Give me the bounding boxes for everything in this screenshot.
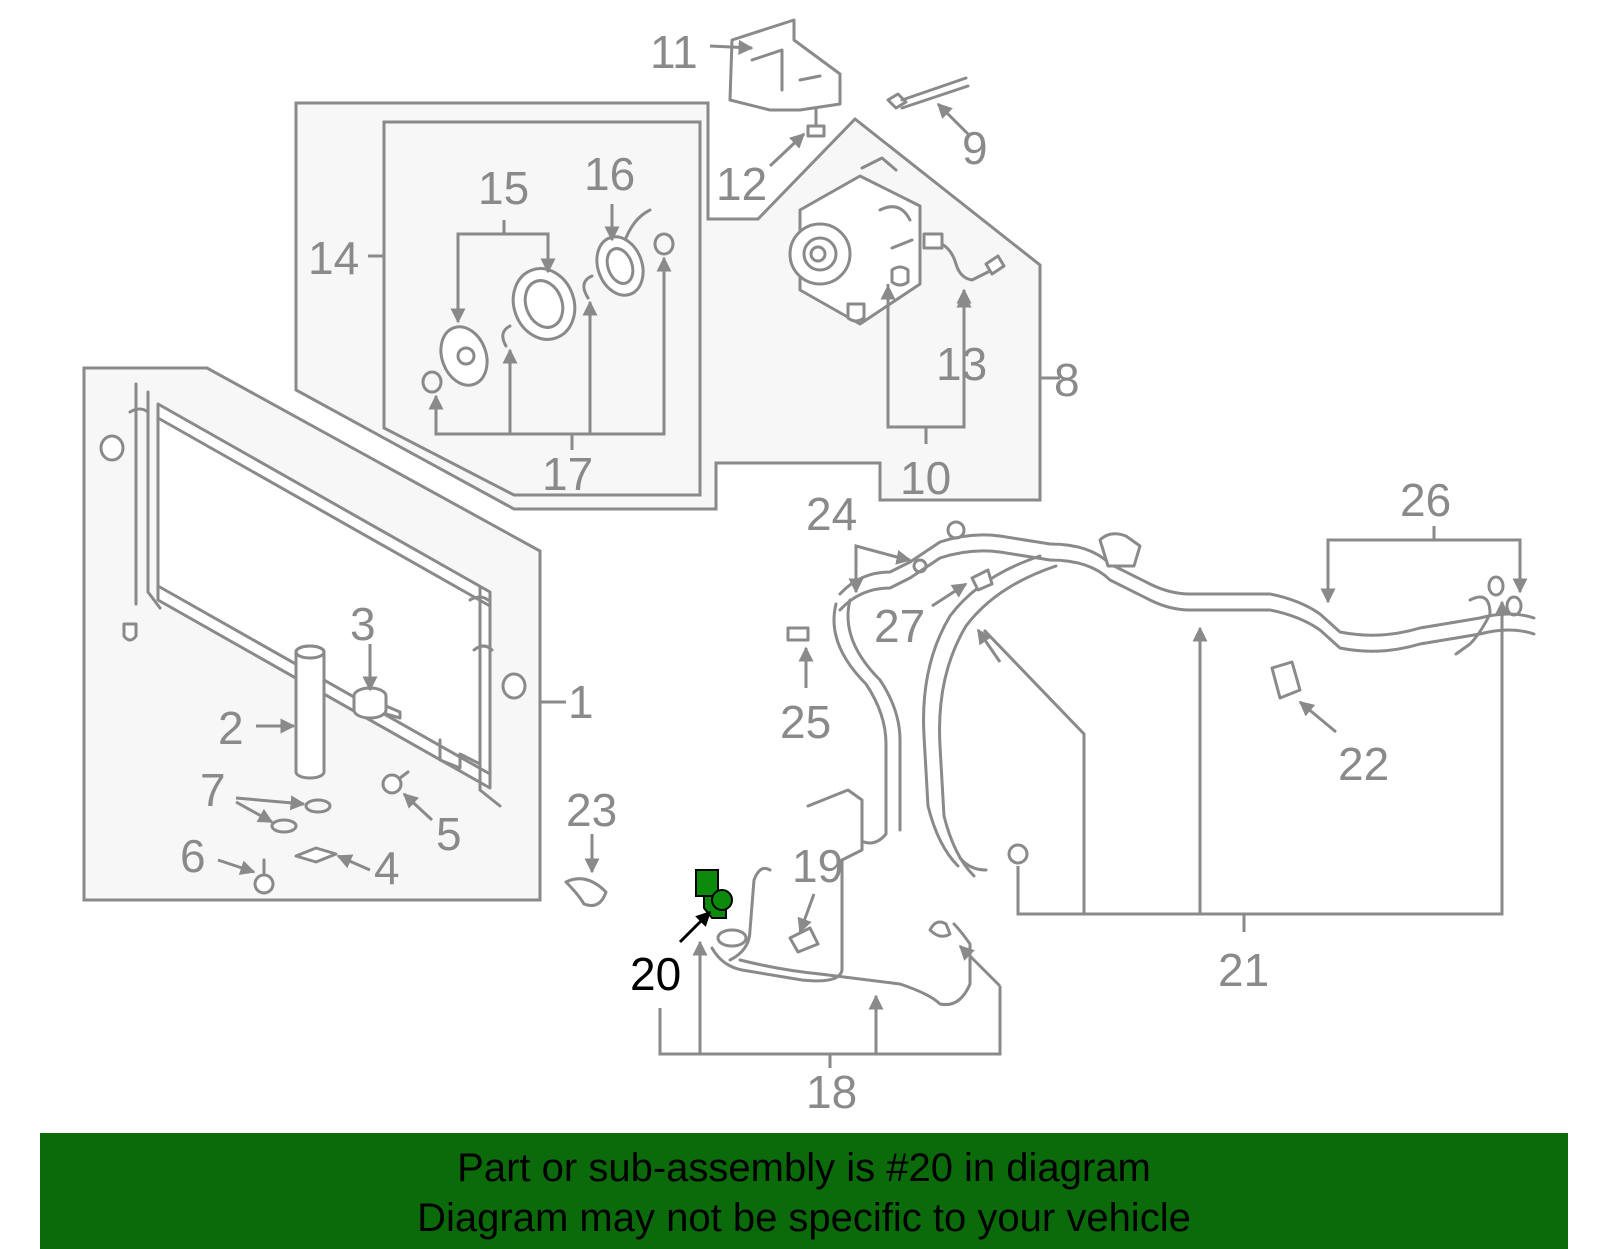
callout-7: 7 bbox=[200, 764, 226, 816]
callout-11: 11 bbox=[650, 26, 698, 78]
callout-22: 22 bbox=[1338, 738, 1389, 790]
callout-12: 12 bbox=[716, 158, 767, 210]
compressor-bolt bbox=[886, 76, 970, 110]
callout-15: 15 bbox=[478, 162, 529, 214]
drier-plug bbox=[294, 846, 338, 864]
clip bbox=[786, 626, 810, 642]
o-ring bbox=[270, 818, 298, 834]
refrigerator-lines bbox=[710, 520, 1536, 1007]
callout-6: 6 bbox=[180, 830, 206, 882]
callout-3: 3 bbox=[350, 598, 376, 650]
snap-ring bbox=[582, 274, 594, 300]
info-banner: Part or sub-assembly is #20 in diagram D… bbox=[40, 1133, 1568, 1249]
clip bbox=[970, 568, 994, 592]
callout-18: 18 bbox=[806, 1066, 857, 1118]
callout-4: 4 bbox=[374, 842, 400, 894]
callout-25: 25 bbox=[780, 696, 831, 748]
callout-1: 1 bbox=[568, 676, 594, 728]
callout-8: 8 bbox=[1054, 354, 1080, 406]
clip bbox=[1270, 660, 1302, 700]
pressure-switch bbox=[695, 869, 733, 919]
banner-line-2: Diagram may not be specific to your vehi… bbox=[417, 1196, 1191, 1240]
callout-2: 2 bbox=[218, 702, 244, 754]
receiver-drier bbox=[294, 644, 326, 780]
o-ring bbox=[304, 798, 332, 814]
shim bbox=[653, 232, 675, 256]
callout-14: 14 bbox=[308, 232, 359, 284]
callout-27: 27 bbox=[874, 600, 925, 652]
condenser bbox=[99, 382, 527, 808]
bolt bbox=[253, 858, 275, 895]
callout-13: 13 bbox=[936, 338, 987, 390]
callout-labels: 1 2 3 4 5 6 7 8 9 10 11 12 13 14 15 16 1… bbox=[180, 26, 1451, 1118]
banner-line-1: Part or sub-assembly is #20 in diagram bbox=[457, 1146, 1151, 1190]
callout-19: 19 bbox=[792, 840, 843, 892]
compressor-bracket bbox=[728, 18, 842, 112]
callout-9: 9 bbox=[962, 122, 988, 174]
callout-20: 20 bbox=[630, 948, 681, 1000]
clutch-hub bbox=[439, 325, 489, 387]
drier-bracket bbox=[352, 686, 402, 720]
callout-24: 24 bbox=[806, 488, 857, 540]
hose-clamp bbox=[564, 877, 608, 907]
callout-10: 10 bbox=[900, 452, 951, 504]
callout-23: 23 bbox=[566, 784, 617, 836]
callout-26: 26 bbox=[1400, 474, 1451, 526]
bracket-bolt bbox=[806, 106, 826, 138]
callout-17: 17 bbox=[542, 448, 593, 500]
leader-lines bbox=[217, 39, 1528, 1068]
shim bbox=[421, 370, 443, 394]
callout-16: 16 bbox=[584, 148, 635, 200]
clutch-pulley bbox=[511, 267, 577, 341]
bolt bbox=[381, 770, 410, 795]
snap-ring bbox=[501, 324, 512, 348]
callout-5: 5 bbox=[436, 808, 462, 860]
callout-21: 21 bbox=[1218, 944, 1269, 996]
compressor-harness bbox=[922, 232, 1006, 282]
